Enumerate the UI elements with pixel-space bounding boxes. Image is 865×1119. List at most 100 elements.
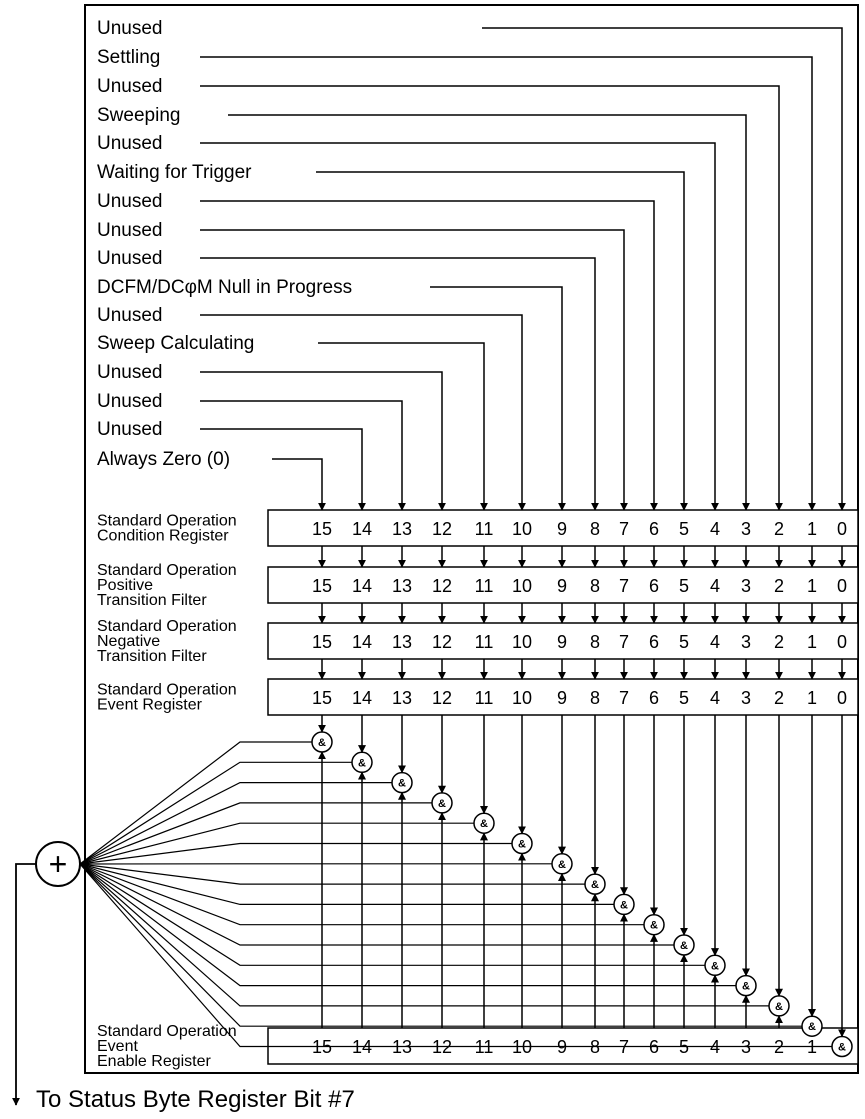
- bit-number: 1: [807, 519, 817, 539]
- bit-label: Settling: [97, 47, 160, 68]
- bit-number: 5: [679, 576, 689, 596]
- bit-number: 2: [774, 632, 784, 652]
- bit-number: 11: [475, 688, 494, 708]
- and-gate: [351, 751, 373, 774]
- bit-number: 14: [352, 576, 372, 596]
- and-output-line: [79, 842, 512, 865]
- register-label: Transition Filter: [97, 648, 207, 665]
- bit-number: 9: [557, 576, 567, 596]
- bit-number: 6: [649, 632, 659, 652]
- bit-number: 3: [741, 576, 751, 596]
- bit-number: 2: [774, 688, 784, 708]
- bit-connector: [200, 400, 406, 511]
- register-box: [267, 509, 859, 547]
- bit-label: Sweeping: [97, 105, 180, 126]
- bit-number: 15: [312, 632, 332, 652]
- bit-number: 1: [807, 688, 817, 708]
- and-output-line: [79, 782, 392, 865]
- bit-number: 9: [557, 688, 567, 708]
- and-gate-symbol: &: [775, 1001, 783, 1013]
- bit-number: 2: [774, 519, 784, 539]
- bit-lines: [200, 27, 846, 680]
- bit-number: 3: [741, 519, 751, 539]
- and-output-line: [79, 863, 674, 946]
- bit-number: 0: [837, 519, 847, 539]
- register-label: Condition Register: [97, 528, 229, 545]
- bit-label: Unused: [97, 248, 163, 269]
- bit-number: 4: [710, 632, 720, 652]
- and-gate: [613, 893, 635, 916]
- and-gate-symbol: &: [398, 778, 406, 790]
- bit-connector: [200, 257, 599, 511]
- bit-number: 8: [590, 688, 600, 708]
- bit-number: 1: [807, 576, 817, 596]
- bit-label: Unused: [97, 305, 163, 326]
- register-label: Standard Operation: [97, 513, 237, 530]
- and-gate: [643, 913, 665, 936]
- bit-number: 7: [619, 632, 629, 652]
- bit-number: 0: [837, 688, 847, 708]
- output-path: To Status Byte Register Bit #7 +: [12, 841, 355, 1113]
- and-output-line: [79, 863, 585, 885]
- register-box: [267, 678, 859, 716]
- bit-number: 1: [807, 632, 817, 652]
- register-box: [267, 566, 859, 604]
- bit-connector: [200, 229, 628, 511]
- bit-labels: UnusedSettlingUnusedSweepingUnusedWaitin…: [97, 18, 352, 470]
- and-gate-symbol: &: [558, 859, 566, 871]
- and-output-line: [79, 863, 644, 926]
- and-gate-symbol: &: [480, 818, 488, 830]
- bit-number: 7: [619, 576, 629, 596]
- bit-label: Unused: [97, 419, 163, 440]
- and-gate: [584, 873, 606, 895]
- bit-connector: [228, 114, 750, 511]
- bit-number: 13: [392, 632, 412, 652]
- and-output-line: [79, 863, 769, 1007]
- bit-number: 11: [475, 519, 494, 539]
- bit-number: 0: [837, 576, 847, 596]
- bit-number: 7: [619, 688, 629, 708]
- summary-logic: &&&&&&&&&&&&&&&&: [79, 715, 853, 1058]
- bit-number: 9: [557, 632, 567, 652]
- or-gate-symbol: +: [49, 846, 68, 882]
- and-gate: [391, 771, 413, 794]
- bit-number: 12: [432, 576, 452, 596]
- register-label: Negative: [97, 633, 160, 650]
- bit-connector: [200, 428, 366, 511]
- bit-connector: [272, 458, 326, 511]
- bit-number: 14: [352, 632, 372, 652]
- bit-connector: [200, 314, 526, 511]
- bit-number: 10: [512, 632, 532, 652]
- and-gate: [801, 1015, 823, 1037]
- bit-number: 2: [774, 576, 784, 596]
- and-output-line: [79, 863, 802, 1027]
- bit-number: 14: [352, 688, 372, 708]
- and-gate: [768, 995, 790, 1017]
- register-label: Standard Operation: [97, 618, 237, 635]
- register-label: Positive: [97, 577, 153, 594]
- bit-number: 3: [741, 632, 751, 652]
- bit-connector: [316, 171, 688, 511]
- bit-number: 13: [392, 519, 412, 539]
- bit-number: 8: [590, 576, 600, 596]
- bit-number: 4: [710, 519, 720, 539]
- bit-number: 4: [710, 576, 720, 596]
- and-output-line: [79, 863, 705, 966]
- bit-number: 8: [590, 632, 600, 652]
- and-gate: [431, 792, 453, 814]
- and-gate-symbol: &: [808, 1021, 816, 1033]
- register-label: Event: [97, 1038, 138, 1055]
- and-output-line: [79, 802, 432, 865]
- and-gate: [551, 853, 573, 875]
- and-gate-symbol: &: [711, 960, 719, 972]
- register-label: Transition Filter: [97, 592, 207, 609]
- bit-label: DCFM/DCφM Null in Progress: [97, 277, 352, 298]
- bit-number: 11: [475, 632, 494, 652]
- bit-number: 12: [432, 688, 452, 708]
- and-output-line: [79, 741, 312, 865]
- bit-label: Unused: [97, 362, 163, 383]
- bit-number: 15: [312, 688, 332, 708]
- bit-connector: [200, 142, 719, 511]
- bit-connector: [430, 286, 566, 511]
- register-label: Standard Operation: [97, 1023, 237, 1040]
